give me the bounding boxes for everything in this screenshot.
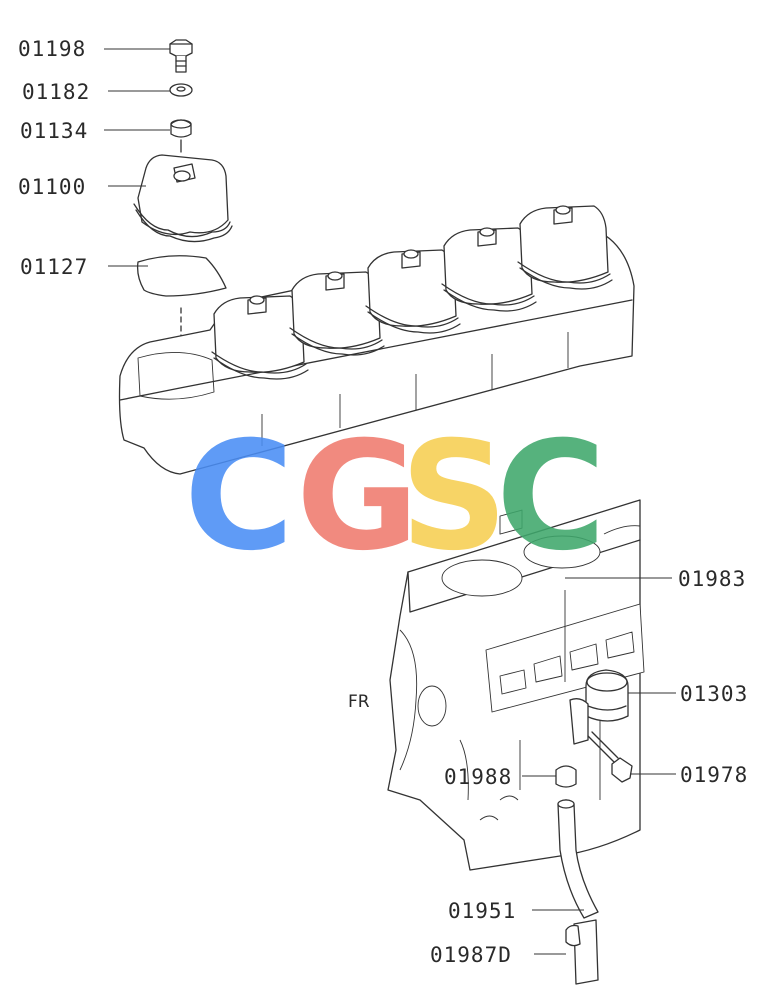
label-01951: 01951: [448, 899, 516, 923]
watermark-logo: C G S C: [184, 410, 606, 584]
hose-01951: [557, 799, 599, 919]
washer-01182: [169, 83, 193, 97]
label-01983: 01983: [678, 567, 746, 591]
watermark-letter: S: [400, 410, 508, 584]
valve-cover-5: [517, 205, 613, 290]
clamp-01988: [555, 765, 577, 788]
label-01303: 01303: [680, 682, 748, 706]
watermark-letter: C: [184, 410, 294, 584]
gasket-01127: [136, 255, 227, 337]
label-01988: 01988: [444, 765, 512, 789]
pipe-01987d: [565, 919, 599, 985]
valve-cover-3: [365, 249, 461, 334]
bolt-01978: [587, 731, 633, 783]
label-01100: 01100: [18, 175, 86, 199]
valve-cover-2: [289, 271, 385, 356]
label-01198: 01198: [18, 37, 86, 61]
oil-filler-01303: [569, 669, 629, 745]
bolt-01198: [169, 39, 193, 73]
valve-cover-1: [211, 295, 309, 380]
orientation-label: FR: [348, 692, 370, 712]
label-01134: 01134: [20, 119, 88, 143]
cylinder-block: [387, 499, 645, 871]
valve-cover-4: [441, 227, 537, 312]
cylinder-head-assembly: [118, 205, 635, 475]
watermark-letter: C: [496, 410, 606, 584]
rocker-cover-01100: [133, 154, 233, 243]
grommet-01134: [170, 119, 192, 153]
label-01978: 01978: [680, 763, 748, 787]
label-01182: 01182: [22, 80, 90, 104]
watermark-letter: G: [296, 410, 419, 584]
label-01127: 01127: [20, 255, 88, 279]
label-01987d: 01987D: [430, 943, 512, 967]
